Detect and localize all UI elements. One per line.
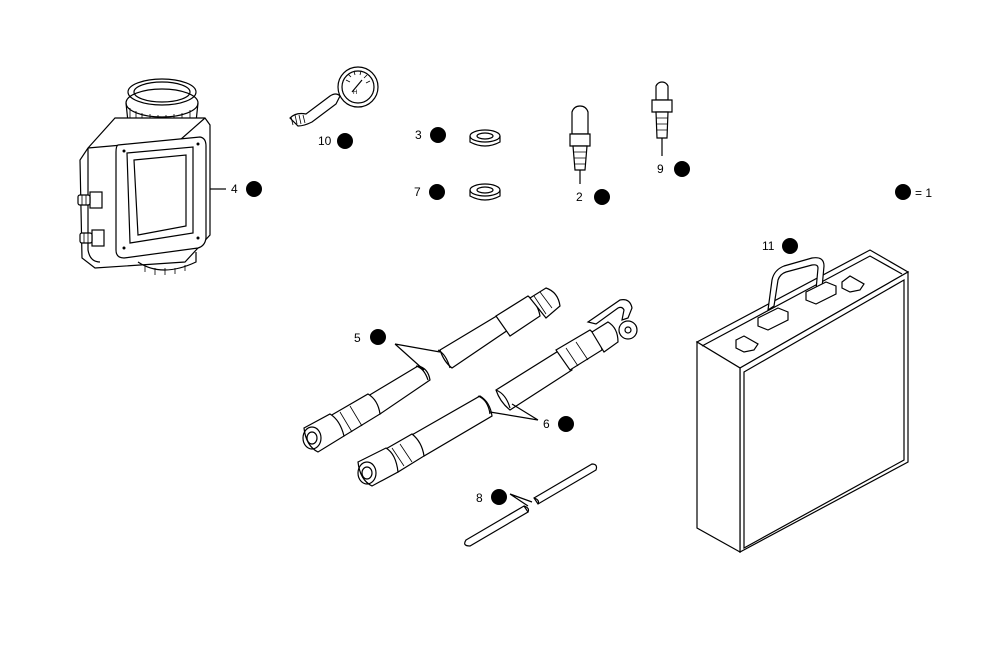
callout-11-dot <box>782 238 798 254</box>
callout-8-dot <box>491 489 507 505</box>
meter-housing-drawing <box>77 78 226 275</box>
callout-5-label: 5 <box>354 331 361 345</box>
callout-3-label: 3 <box>415 128 422 142</box>
callout-7-label: 7 <box>414 185 421 199</box>
callout-2-label: 2 <box>576 190 583 204</box>
adapter-a-drawing <box>569 105 591 184</box>
callout-11-label: 11 <box>762 239 775 253</box>
adapter-b-drawing <box>651 81 673 156</box>
callout-8-label: 8 <box>476 491 483 505</box>
hose-a-drawing <box>302 287 561 453</box>
svg-text:H: H <box>353 90 357 96</box>
callout-7-dot <box>429 184 445 200</box>
callout-9-dot <box>674 161 690 177</box>
tube-drawing <box>464 463 598 547</box>
washer-a-drawing <box>469 129 501 147</box>
washer-b-drawing <box>469 183 501 201</box>
callout-4-label: 4 <box>231 182 238 196</box>
pressure-gauge-drawing: H <box>289 66 379 127</box>
callout-2-dot <box>594 189 610 205</box>
carrying-case-drawing <box>695 249 910 554</box>
legend-dot <box>895 184 911 200</box>
callout-6-label: 6 <box>543 417 550 431</box>
callout-4-dot <box>246 181 262 197</box>
callout-6-dot <box>558 416 574 432</box>
callout-9-label: 9 <box>657 162 664 176</box>
callout-10-label: 10 <box>318 134 332 148</box>
callout-3-dot <box>430 127 446 143</box>
callout-10-dot <box>337 133 353 149</box>
callout-5-dot <box>370 329 386 345</box>
hose-b-drawing <box>357 299 638 487</box>
legend-text: = 1 <box>915 186 932 200</box>
